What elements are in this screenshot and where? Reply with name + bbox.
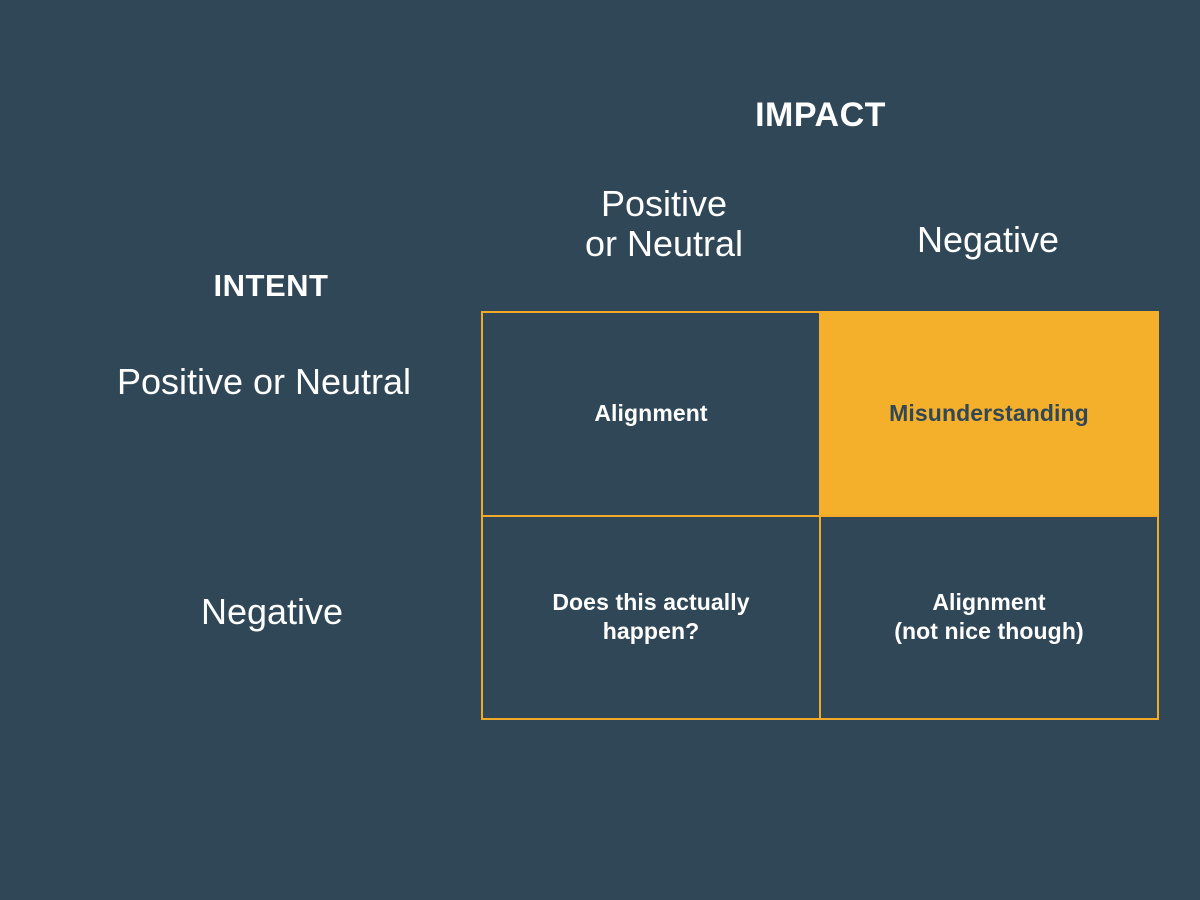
matrix-cell-alignment-positive[interactable]: Alignment bbox=[481, 311, 821, 517]
matrix-cell-alignment-not-nice[interactable]: Alignment (not nice though) bbox=[819, 514, 1159, 720]
column-header-negative: Negative bbox=[818, 219, 1158, 260]
column-header-line-1: Positive bbox=[600, 183, 728, 224]
matrix-cell-text: Alignment bbox=[594, 399, 707, 428]
matrix-cell-misunderstanding[interactable]: Misunderstanding bbox=[819, 311, 1159, 517]
column-header-positive-or-neutral: Positive or Neutral bbox=[484, 183, 844, 265]
matrix-cell-text: Does this actually happen? bbox=[552, 588, 749, 647]
intent-axis-title: INTENT bbox=[213, 268, 329, 303]
cell-line-2: happen? bbox=[602, 618, 700, 645]
cell-line-1: Alignment bbox=[594, 400, 708, 427]
impact-axis-title: IMPACT bbox=[755, 96, 886, 134]
matrix-cell-text: Alignment (not nice though) bbox=[894, 588, 1084, 647]
row-header-positive-or-neutral: Positive or Neutral bbox=[116, 361, 412, 402]
column-header-line-1: Negative bbox=[916, 219, 1060, 260]
row-header-negative: Negative bbox=[200, 591, 344, 632]
cell-line-1: Alignment bbox=[932, 588, 1046, 615]
cell-line-1: Misunderstanding bbox=[889, 400, 1089, 427]
cell-line-1: Does this actually bbox=[552, 588, 750, 615]
matrix-cell-text: Misunderstanding bbox=[889, 399, 1089, 428]
matrix-cell-does-this-actually-happen[interactable]: Does this actually happen? bbox=[481, 514, 821, 720]
cell-line-2: (not nice though) bbox=[894, 618, 1084, 645]
intent-impact-matrix: Alignment Misunderstanding Does this act… bbox=[481, 311, 1159, 720]
column-header-line-2: or Neutral bbox=[584, 223, 744, 265]
